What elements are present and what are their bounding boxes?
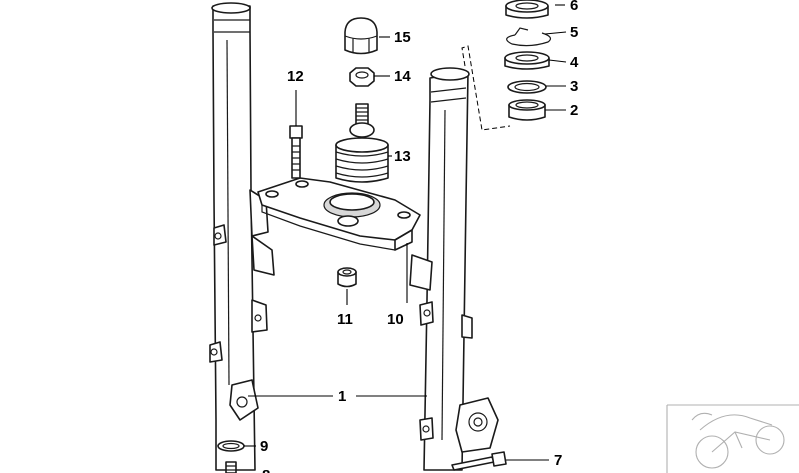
motorcycle-thumbnail: [666, 404, 799, 473]
callout-7: 7: [554, 452, 562, 469]
left-fork-leg: [209, 2, 275, 471]
callout-13: 13: [394, 148, 411, 165]
washer: [504, 51, 550, 70]
bushing: [337, 267, 357, 288]
callout-2: 2: [570, 102, 578, 119]
drain-screw: [225, 461, 237, 473]
right-fork-leg: [409, 67, 499, 471]
callout-labels: 6 5 4 3 2 15 14 13 12 11 10 1 9 8 7: [260, 0, 579, 473]
circlip: [506, 27, 552, 47]
callout-10: 10: [387, 311, 404, 328]
callout-4: 4: [570, 54, 579, 71]
callout-15: 15: [394, 29, 411, 46]
spacer-ring: [507, 80, 547, 94]
callout-5: 5: [570, 24, 578, 41]
callout-9: 9: [260, 438, 268, 455]
callout-14: 14: [394, 68, 411, 85]
adjusting-nut: [505, 0, 549, 19]
clamp-bolt: [451, 451, 507, 471]
bolt: [289, 125, 303, 179]
hex-nut: [349, 67, 375, 87]
o-ring: [217, 440, 245, 452]
callout-6: 6: [570, 0, 578, 14]
ball-joint: [335, 103, 389, 183]
bearing: [508, 99, 546, 121]
callout-1: 1: [338, 388, 346, 405]
callout-12: 12: [287, 68, 304, 85]
leader-lines: [244, 4, 567, 461]
fork-bridge: [257, 177, 421, 251]
cap-nut: [344, 17, 378, 55]
callout-3: 3: [570, 78, 578, 95]
callout-8: 8: [262, 467, 270, 473]
callout-11: 11: [337, 311, 353, 328]
